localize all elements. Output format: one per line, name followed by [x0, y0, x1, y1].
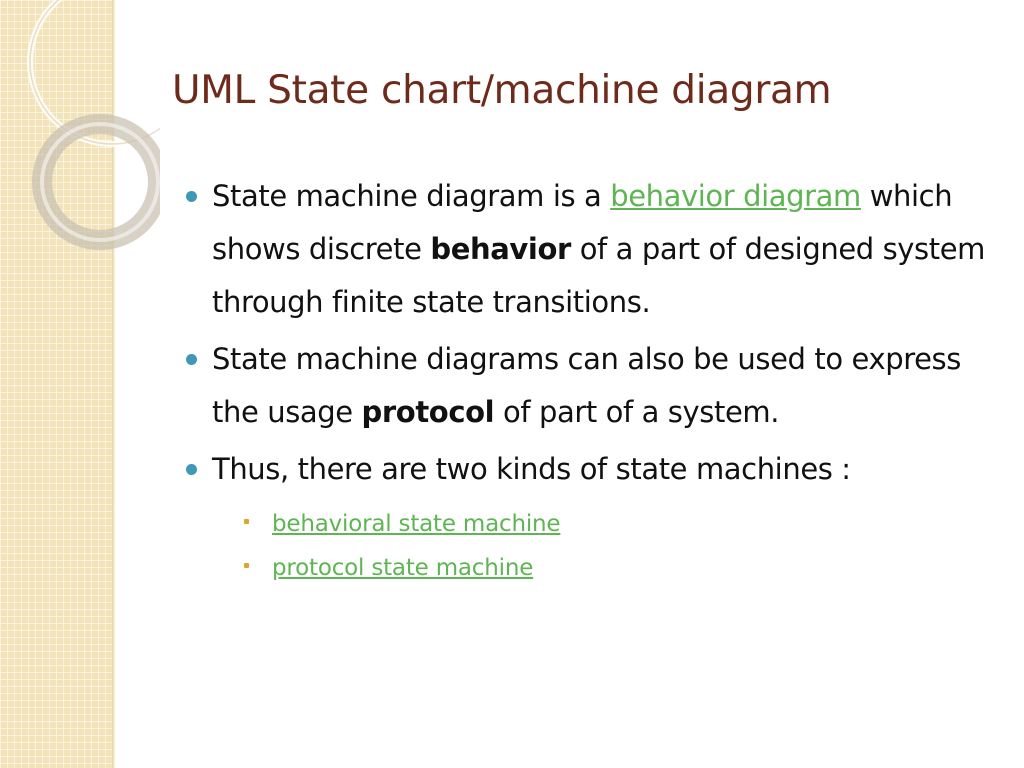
bullet-item: Thus, there are two kinds of state machi…: [182, 443, 997, 496]
slide-title: UML State chart/machine diagram: [172, 68, 832, 113]
bullet-text: State machine diagram is a: [212, 179, 611, 213]
bullet-dot-icon: [186, 191, 197, 202]
bullet-text: of a part of designed system through fin…: [212, 232, 986, 319]
bullet-item: State machine diagram is a behavior diag…: [182, 170, 997, 329]
protocol-state-machine-link[interactable]: protocol state machine: [272, 555, 534, 581]
concentric-rings-decoration: [27, 0, 160, 250]
bullet-emphasis: behavior: [430, 232, 571, 266]
sub-bullet-square-icon: [244, 519, 249, 524]
sub-bullet-item: protocol state machine: [182, 546, 997, 590]
sub-bullet-item: behavioral state machine: [182, 502, 997, 546]
sub-bullet-list: behavioral state machine protocol state …: [182, 502, 997, 590]
bullet-text: of part of a system.: [494, 395, 780, 429]
bullet-dot-icon: [186, 354, 197, 365]
behavioral-state-machine-link[interactable]: behavioral state machine: [272, 511, 561, 537]
bullet-text: State machine diagrams can also be used …: [212, 342, 961, 429]
bullet-text: Thus, there are two kinds of state machi…: [212, 452, 851, 486]
bullet-text: which shows discrete: [212, 179, 953, 266]
behavior-diagram-link[interactable]: behavior diagram: [610, 179, 861, 213]
bullet-dot-icon: [186, 464, 197, 475]
bullet-item: State machine diagrams can also be used …: [182, 333, 997, 439]
bullet-emphasis: protocol: [361, 395, 495, 429]
side-panel-edge: [112, 0, 115, 768]
slide-content: State machine diagram is a behavior diag…: [182, 170, 997, 590]
sub-bullet-square-icon: [244, 563, 249, 568]
